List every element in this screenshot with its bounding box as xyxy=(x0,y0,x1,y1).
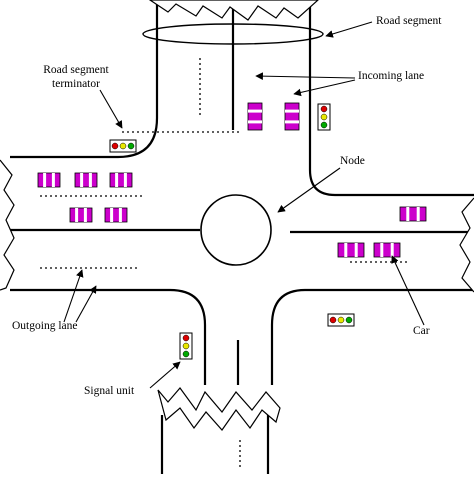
signal-unit-south xyxy=(179,332,193,360)
arrow-node xyxy=(277,167,341,213)
label-node: Node xyxy=(340,155,365,167)
signal-unit-east xyxy=(327,313,355,327)
road-edges xyxy=(10,0,474,474)
label-terminator-line1: Road segment xyxy=(43,64,109,76)
car-east-3 xyxy=(373,242,401,258)
arrow-incoming-lane-1 xyxy=(255,72,356,80)
road-edge-ne xyxy=(308,0,474,197)
car-west-5 xyxy=(104,207,128,223)
cars-layer xyxy=(37,102,427,258)
label-incoming-lane: Incoming lane xyxy=(358,70,425,82)
car-east-1 xyxy=(399,206,427,222)
arrow-car xyxy=(391,255,425,326)
label-road-segment: Road segment xyxy=(376,15,442,27)
road-edge-se xyxy=(270,288,474,385)
arrow-signal-unit xyxy=(149,361,181,389)
road-segment-ellipse xyxy=(142,23,324,45)
road-edge-sw xyxy=(10,288,207,385)
central-node xyxy=(200,194,272,266)
arrow-outgoing-lane-2 xyxy=(75,285,97,323)
break-marks xyxy=(0,0,474,431)
arrow-incoming-lane-2 xyxy=(293,79,356,97)
signal-unit-north xyxy=(317,103,331,131)
car-west-1 xyxy=(37,172,61,188)
car-west-3 xyxy=(109,172,133,188)
car-north-1 xyxy=(247,102,263,131)
car-west-2 xyxy=(74,172,98,188)
signals-layer xyxy=(109,103,355,360)
label-terminator-line2: terminator xyxy=(52,78,100,90)
label-car: Car xyxy=(413,325,430,337)
car-west-4 xyxy=(69,207,93,223)
arrow-outgoing-lane-1 xyxy=(63,269,84,323)
label-outgoing-lane: Outgoing lane xyxy=(12,320,78,332)
east-break xyxy=(459,197,474,293)
west-break xyxy=(0,159,15,291)
car-north-2 xyxy=(284,102,300,131)
label-signal-unit: Signal unit xyxy=(84,385,135,397)
arrow-road-segment xyxy=(325,21,373,38)
annotation-arrows xyxy=(63,21,425,389)
south-break xyxy=(157,387,281,431)
signal-unit-west xyxy=(109,139,137,153)
arrow-terminator xyxy=(99,89,123,129)
road-edge-nw xyxy=(10,0,159,159)
north-break xyxy=(148,0,319,21)
lane-markings xyxy=(40,58,410,470)
car-east-2 xyxy=(337,242,365,258)
